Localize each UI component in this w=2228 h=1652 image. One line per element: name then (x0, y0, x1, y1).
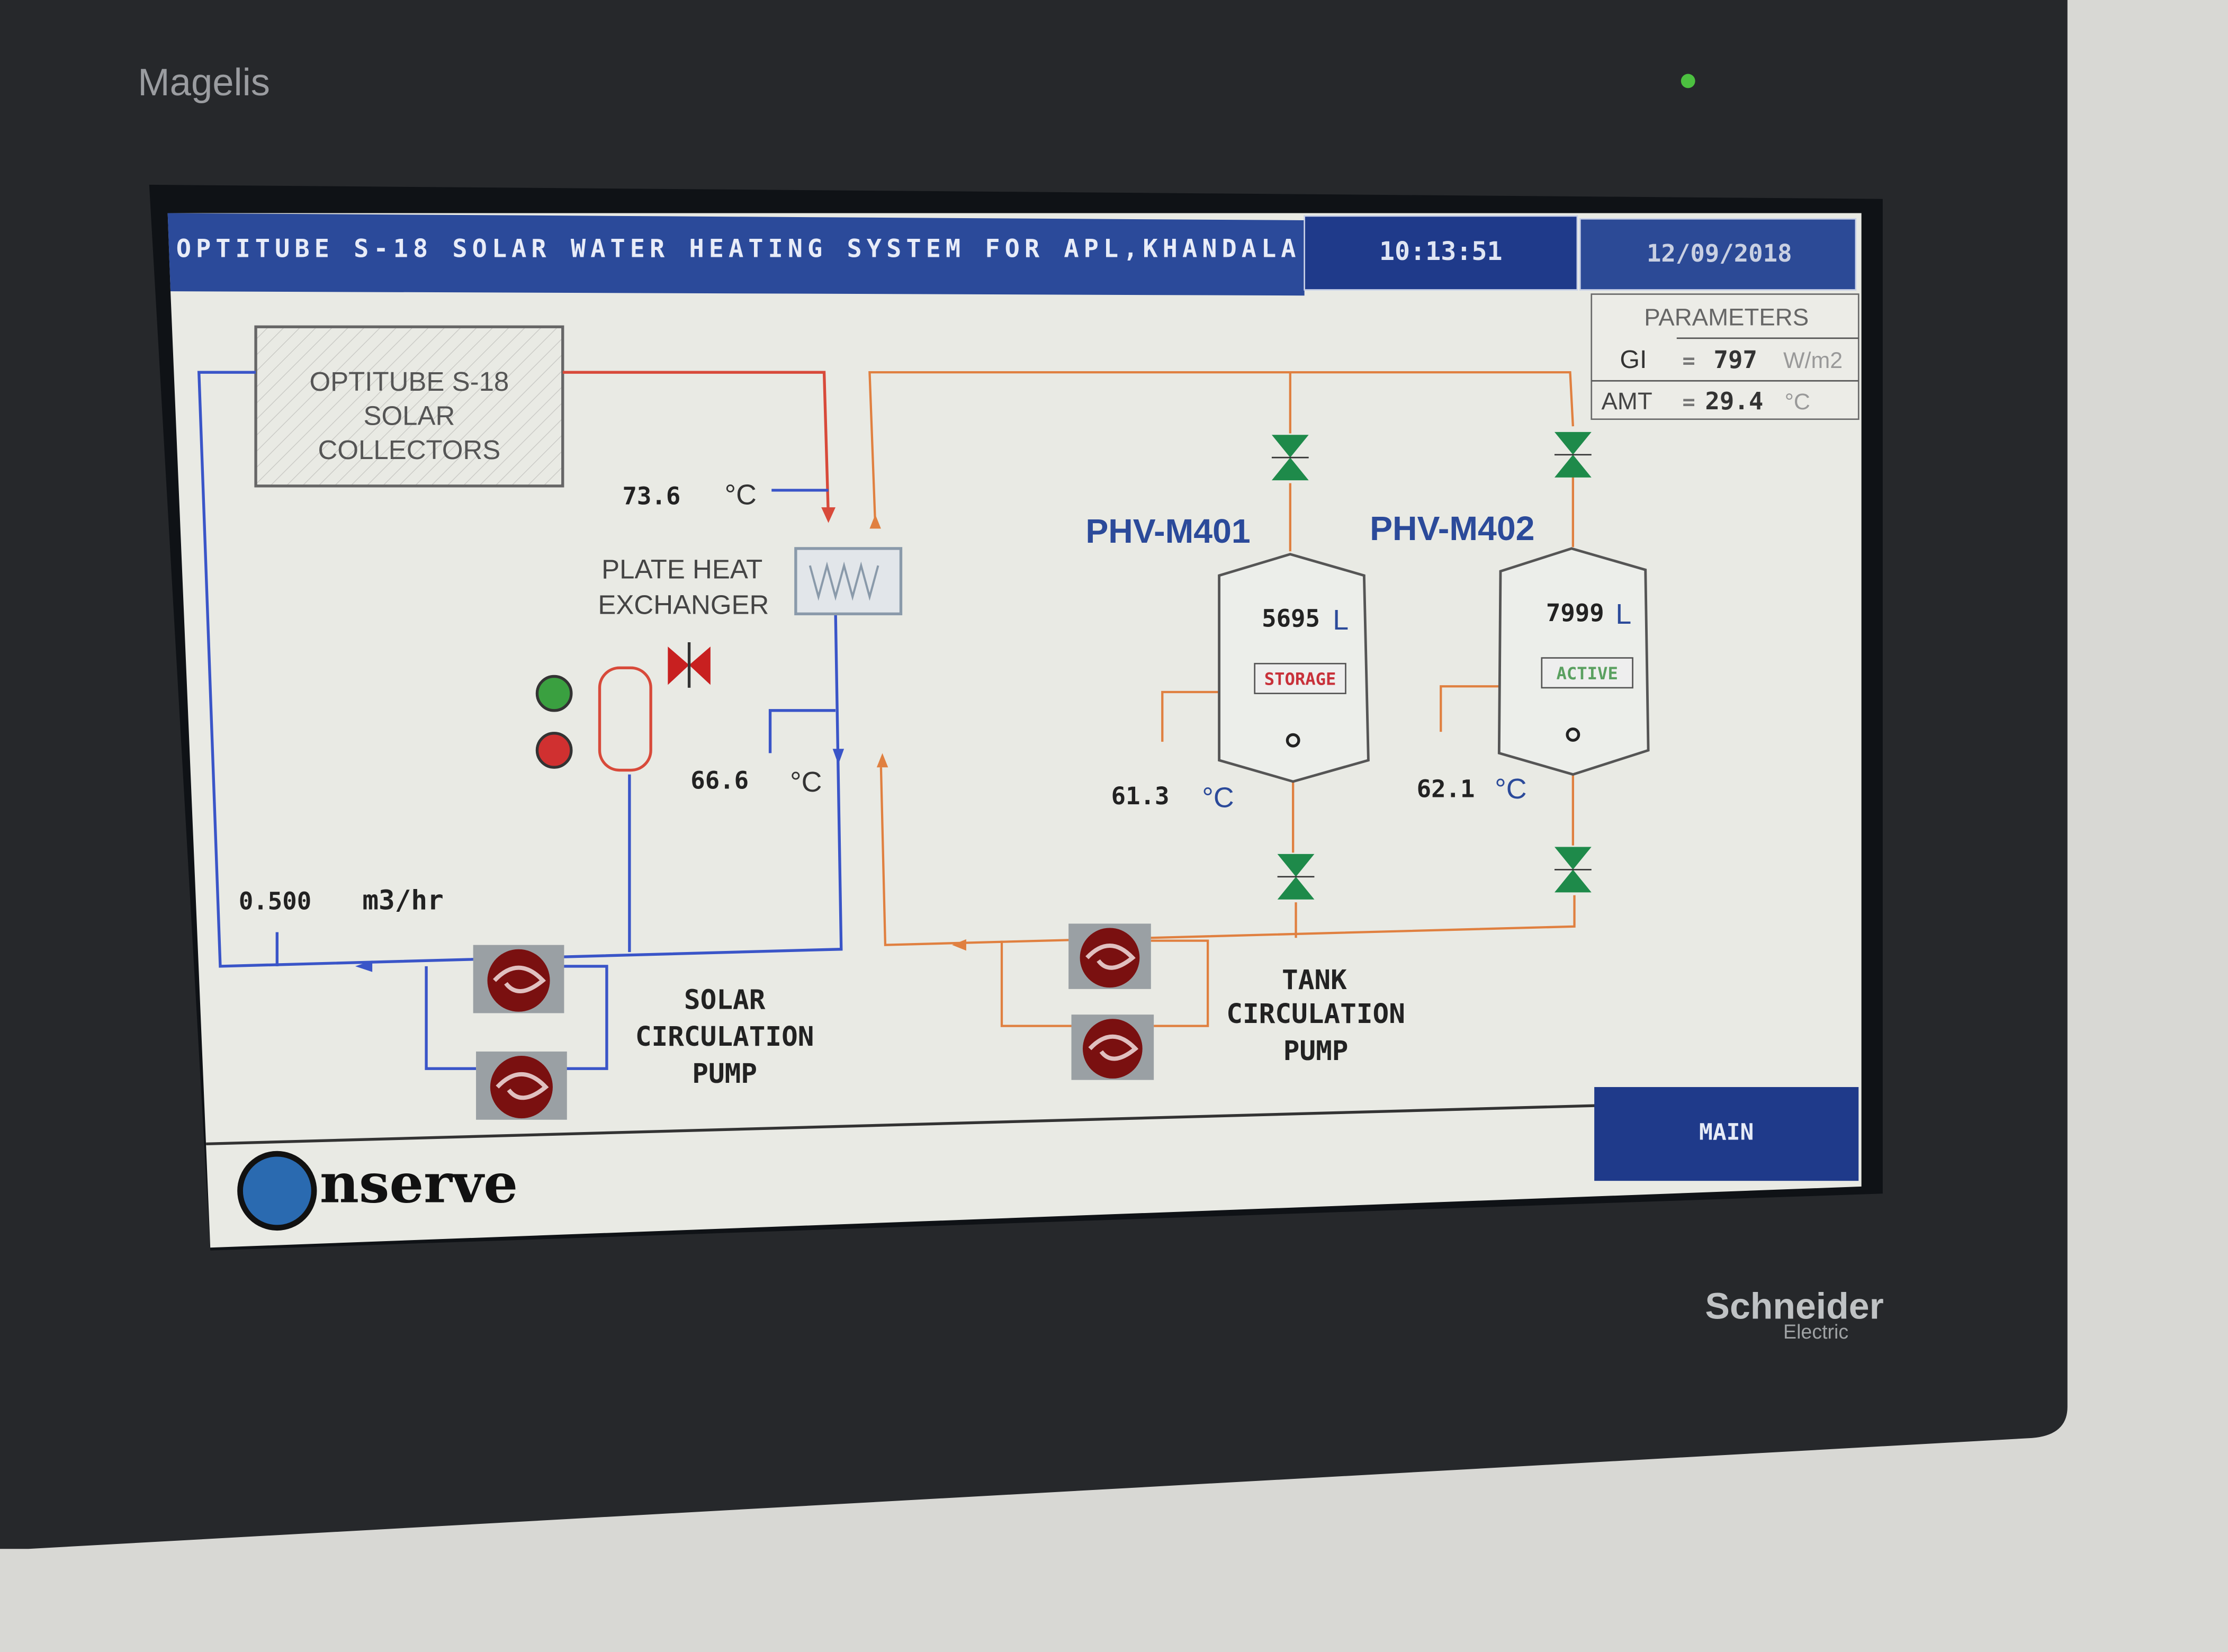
tank-2-temp: 62.1 (1417, 775, 1475, 803)
tank-1-status: STORAGE (1264, 669, 1336, 689)
clock-time: 10:13:51 (1379, 237, 1503, 266)
tank-2-status: ACTIVE (1557, 663, 1618, 684)
collectors-label-1: OPTITUBE S-18 (309, 366, 509, 397)
solar-pump-2-icon[interactable] (476, 1051, 567, 1120)
screen-background (167, 213, 1862, 1248)
tank-1-temp-unit: °C (1202, 782, 1234, 813)
main-button[interactable] (1594, 1087, 1859, 1181)
solar-pump-label-3: PUMP (692, 1058, 757, 1090)
parameters-title: PARAMETERS (1644, 304, 1809, 331)
magelis-brand: Magelis (138, 61, 270, 104)
return-temp-value: 66.6 (690, 766, 749, 794)
hot-temp-unit: °C (725, 479, 757, 511)
collectors-label-2: SOLAR (363, 400, 455, 430)
tank-pump-1-icon[interactable] (1068, 923, 1151, 989)
schneider-sub: Electric (1783, 1321, 1848, 1343)
red-indicator-light (535, 732, 573, 769)
solar-pump-label-2: CIRCULATION (635, 1021, 814, 1053)
phe-label-1: PLATE HEAT (601, 554, 762, 584)
tank-1-volume-unit: L (1333, 604, 1349, 636)
valve-m402-bottom-icon[interactable] (1554, 847, 1592, 893)
phe-label-2: EXCHANGER (598, 589, 769, 620)
tank-1-volume: 5695 (1262, 605, 1320, 633)
tank-pump-2-icon[interactable] (1071, 1014, 1154, 1080)
amt-unit: °C (1785, 389, 1810, 415)
amt-eq: = (1683, 390, 1695, 415)
plate-heat-exchanger[interactable] (794, 547, 903, 616)
tank-2-volume: 7999 (1546, 599, 1604, 627)
tank-pump-label-1: TANK (1282, 965, 1347, 996)
tank-loop-pipes (868, 371, 1576, 1027)
tank-1-temp: 61.3 (1111, 782, 1170, 810)
status-led (1681, 74, 1695, 88)
amt-label: AMT (1602, 388, 1652, 415)
tank-2-level-sensor-icon (1566, 728, 1580, 742)
svg-text:nserve: nserve (320, 1152, 518, 1215)
schneider-brand: Schneider (1705, 1285, 1883, 1326)
time-box (1304, 215, 1578, 291)
tank-pump-label-3: PUMP (1283, 1036, 1349, 1067)
gi-eq: = (1683, 349, 1695, 373)
solar-pump-label-1: SOLAR (684, 984, 766, 1016)
amt-value: 29.4 (1705, 387, 1763, 415)
solar-collectors[interactable] (254, 325, 564, 488)
flow-unit: m3/hr (362, 885, 443, 917)
hot-temp-value: 73.6 (622, 482, 680, 510)
collectors-label-3: COLLECTORS (318, 435, 501, 465)
valve-m402-top-icon[interactable] (1554, 432, 1592, 478)
expansion-vessel (598, 666, 652, 772)
tank-1-level-sensor-icon (1286, 733, 1300, 748)
flow-arrow (876, 753, 888, 768)
valve-m401-bottom-icon[interactable] (1277, 854, 1315, 900)
flow-arrow (952, 939, 966, 951)
return-temp-unit: °C (790, 766, 822, 798)
tank-2-name: PHV-M402 (1370, 509, 1534, 547)
tank-1-status-badge (1254, 662, 1346, 694)
gi-label: GI (1620, 345, 1647, 374)
parameters-panel: PARAMETERS GI = 797 W/m2 AMT = 29.4 °C (1591, 293, 1859, 420)
solar-pump-1-icon[interactable] (473, 945, 564, 1013)
gi-value: 797 (1714, 346, 1757, 374)
tank-pump-label-2: CIRCULATION (1226, 999, 1405, 1030)
tank-2-volume-unit: L (1615, 598, 1631, 630)
tank-1-name: PHV-M401 (1085, 512, 1250, 550)
flow-value: 0.500 (239, 887, 311, 915)
tank-2-temp-unit: °C (1495, 773, 1526, 805)
footer-divider (206, 1104, 1599, 1146)
clock-date: 12/09/2018 (1647, 239, 1792, 267)
green-indicator-light (535, 675, 573, 712)
solar-loop-pipes (197, 371, 845, 1070)
title: OPTITUBE S-18 SOLAR WATER HEATING SYSTEM… (176, 235, 1296, 264)
gi-unit: W/m2 (1783, 348, 1843, 373)
flow-arrow (869, 514, 881, 529)
conserve-logo: nserve (237, 1151, 518, 1231)
title-bar (167, 213, 1305, 296)
main-button-label: MAIN (1699, 1119, 1754, 1145)
date-box (1579, 218, 1857, 291)
red-valve-icon[interactable] (668, 642, 711, 688)
valve-m401-top-icon[interactable] (1271, 435, 1309, 481)
tank-2-status-badge (1541, 657, 1633, 689)
